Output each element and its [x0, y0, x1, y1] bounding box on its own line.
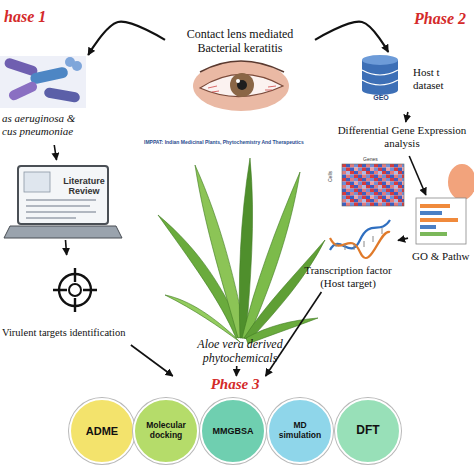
method-circle: Molecular docking [133, 398, 199, 464]
eye-illustration [193, 61, 289, 111]
heatmap [342, 164, 404, 206]
dna-rungs [336, 228, 382, 250]
node-text: MMGBSA [205, 426, 261, 436]
phase-group: Phase 3 ADME Molecular docking MMGBSA MD sim… [60, 376, 410, 468]
flow-arrow [315, 22, 388, 52]
database-base [362, 85, 398, 95]
bacterium-rod [29, 66, 68, 85]
dataset-node: GEO Host t dataset [355, 52, 474, 112]
literature-node: Literature Review [10, 160, 115, 240]
flow-arrow [131, 345, 173, 376]
bacterium-coccus [72, 61, 82, 71]
host-target-node: Transcription factor (Host target) [298, 212, 398, 292]
flow-arrow [409, 156, 426, 195]
phase-label: Phase 2 [414, 10, 466, 28]
node-text: Literature Review [58, 176, 110, 197]
target-node: Virulent targets identification [0, 255, 140, 345]
caption-node: Contact lens mediated Bacterial keratiti… [165, 25, 315, 112]
document-bar [420, 225, 436, 229]
aloe-leaf [165, 295, 240, 342]
eye-lid-line [200, 61, 284, 72]
cloud-blob [448, 164, 474, 200]
node-text: DFT [340, 424, 396, 438]
flow-arrow [398, 238, 408, 240]
node-text: Contact lens mediated Bacterial keratiti… [165, 28, 315, 56]
bacteria-background [0, 56, 86, 108]
document-bar [420, 204, 450, 208]
axis-label: Genes [363, 157, 378, 163]
node-text: Differential Gene Expression analysis [332, 124, 472, 149]
document-page [416, 198, 466, 244]
method-circle: DFT [335, 398, 401, 464]
node-text: as aeruginosa & cus pneumoniae [2, 112, 82, 137]
database-top [362, 55, 398, 65]
pathway-node: GO & Pathw [408, 195, 474, 266]
bacterium-rod [7, 80, 38, 102]
method-circle: ADME [69, 398, 135, 464]
eye-highlight [236, 79, 240, 83]
flow-arrow [66, 240, 67, 255]
aloe-plant [158, 158, 325, 344]
eye-veins [208, 86, 276, 92]
node-text: Phase 3 [185, 376, 285, 393]
node-text: Virulent targets identification [2, 327, 152, 339]
eye-skin [193, 61, 289, 111]
node-text: Molecular docking [138, 421, 194, 441]
method-circle: MD simulation [267, 398, 333, 464]
target-ring [69, 284, 81, 296]
pathway-document [416, 198, 466, 244]
phase-label: hase 1 [4, 8, 46, 26]
laptop-illustration [4, 166, 122, 238]
flow-arrow [236, 366, 238, 376]
node-text: Aloe vera derived phytochemicals [180, 338, 300, 366]
document-bar [420, 218, 458, 222]
document-bar [420, 211, 442, 215]
connector-group [54, 22, 426, 376]
target-symbol [53, 268, 97, 312]
pathogen-node: as aeruginosa & cus pneumoniae [0, 55, 95, 145]
eye-iris [230, 73, 254, 97]
analysis-node: Differential Gene Expression analysis [330, 122, 474, 156]
document-bar [420, 232, 447, 236]
flow-arrow [54, 145, 56, 160]
node-text: GEO [360, 94, 402, 102]
node-text: MD simulation [272, 421, 328, 441]
database-icon [362, 55, 398, 95]
method-circle: MMGBSA [200, 398, 266, 464]
flow-arrow [406, 112, 408, 122]
flow-arrow [88, 22, 165, 55]
dna-helix [330, 220, 390, 258]
axis-label: Cells [328, 171, 334, 182]
laptop-keyboard [4, 226, 122, 238]
dna-strand [330, 232, 390, 258]
flow-arrow [266, 292, 322, 376]
bacteria-image [0, 56, 86, 108]
screen-thumbnail [24, 172, 50, 192]
node-text: Host t dataset [413, 66, 468, 91]
database-bands [362, 70, 398, 85]
screen-text-lines [26, 200, 96, 218]
heatmap-grid [342, 164, 404, 206]
database-logo-text: IMPPAT: Indian Medicinal Plants, Phytoch… [144, 140, 304, 146]
node-text: ADME [74, 425, 130, 438]
phytochemical-node: Aloe vera derived phytochemicals [150, 150, 330, 366]
eye-pupil [237, 80, 247, 90]
target-crosshair [53, 268, 97, 312]
node-text: GO & Pathw [412, 250, 474, 263]
bacterium-rod [43, 87, 80, 103]
node-text: Transcription factor (Host target) [298, 264, 398, 289]
